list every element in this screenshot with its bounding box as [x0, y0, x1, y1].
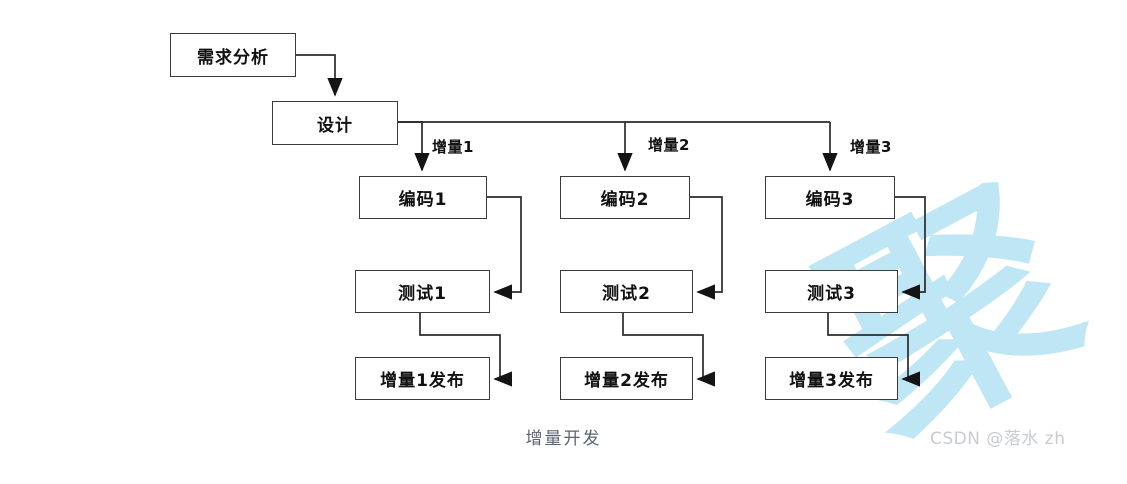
node-code-3[interactable]: 编码3	[765, 176, 895, 219]
node-test-1[interactable]: 测试1	[355, 270, 490, 313]
edge-label-increment-1: 增量1	[432, 138, 474, 156]
node-test-2[interactable]: 测试2	[560, 270, 693, 313]
node-test-3[interactable]: 测试3	[765, 270, 898, 313]
diagram-caption: 增量开发	[525, 429, 602, 449]
node-release-1[interactable]: 增量1发布	[355, 357, 490, 400]
node-release-2[interactable]: 增量2发布	[560, 357, 693, 400]
edge-bus-drop-1	[398, 121, 430, 172]
edge-label-increment-3: 增量3	[850, 138, 892, 156]
edge-code1-to-test1	[487, 196, 522, 300]
edge-code2-to-test2	[690, 196, 723, 300]
edge-code3-to-test3	[895, 196, 926, 300]
edge-label-increment-2: 增量2	[648, 136, 690, 154]
edge-requirements-to-design	[296, 54, 343, 97]
edge-test2-to-release2	[622, 313, 715, 387]
edge-test1-to-release1	[419, 313, 512, 387]
edge-test3-to-release3	[827, 313, 920, 387]
node-requirements[interactable]: 需求分析	[170, 33, 296, 77]
flowchart-connectors	[296, 54, 926, 387]
watermark-brand-text: CSDN @落水 zh	[930, 429, 1066, 449]
node-code-2[interactable]: 编码2	[560, 176, 690, 219]
node-code-1[interactable]: 编码1	[359, 176, 487, 219]
node-release-3[interactable]: 增量3发布	[765, 357, 898, 400]
node-design[interactable]: 设计	[272, 101, 398, 145]
